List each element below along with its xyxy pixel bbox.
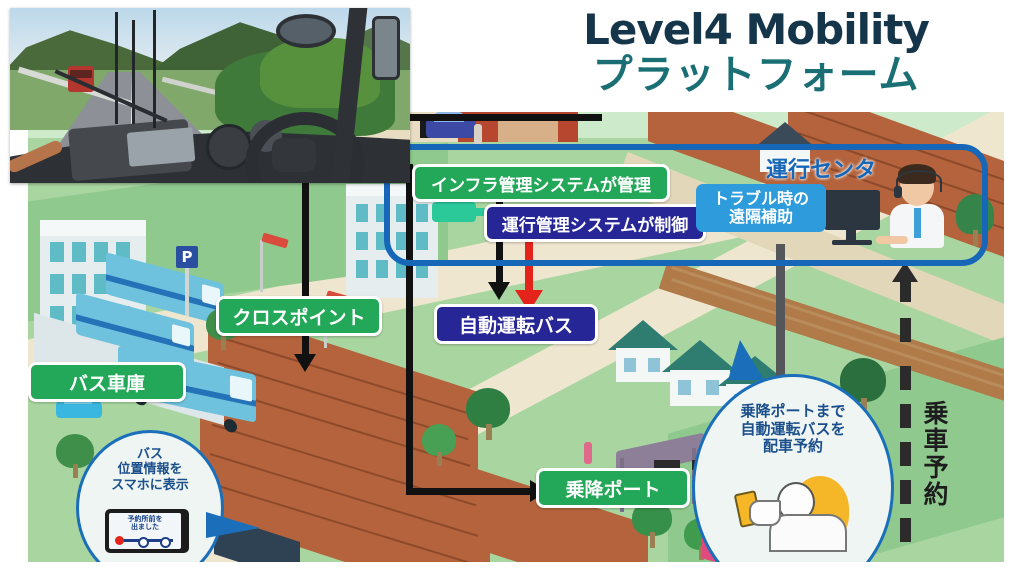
tree <box>422 424 456 466</box>
bubble-right-tail <box>728 340 764 380</box>
tree <box>466 388 510 440</box>
operator-hands <box>876 236 908 244</box>
reservation-dash <box>900 480 911 504</box>
woman-body <box>769 514 847 553</box>
reservation-arrowhead-up <box>892 262 918 282</box>
bubble-right-line-2: 自動運転バスを <box>740 419 846 438</box>
label-cross-point[interactable]: クロスポイント <box>216 296 382 336</box>
monitor-icon <box>824 190 880 230</box>
photo-side-mirror <box>372 16 400 80</box>
connector-depot-horizontal <box>302 114 602 121</box>
label-remote-support[interactable]: トラブル時の 遠隔補助 <box>696 184 826 232</box>
office-window <box>376 260 388 278</box>
office-window <box>416 204 428 222</box>
depot-roof <box>40 220 146 236</box>
infra-antenna-node <box>432 202 476 222</box>
red-arrow-shaft <box>525 220 533 294</box>
car-blue-left <box>56 400 102 418</box>
depot-window <box>72 242 86 262</box>
bubble-left-tail <box>206 512 260 538</box>
connector-depot-vertical <box>302 114 309 358</box>
depot-window <box>50 274 64 294</box>
title-line-2: プラットフォーム <box>592 52 920 99</box>
reservation-dash <box>900 366 911 390</box>
bubble-left-line-3: スマホに表示 <box>111 477 189 493</box>
reservation-dash-h <box>654 460 680 470</box>
office-window <box>356 232 368 250</box>
depot-window <box>72 274 86 294</box>
bubble-right-line-3: 配車予約 <box>762 437 823 456</box>
woman-hand <box>749 500 781 527</box>
label-bus-depot[interactable]: バス車庫 <box>28 362 186 402</box>
car-navy-top <box>426 118 476 138</box>
bubble-left-line-1: バス <box>136 447 163 462</box>
depot-window <box>50 242 64 262</box>
bubble-dispatch-reservation: 乗降ポートまで 自動運転バスを 配車予約 <box>692 374 894 562</box>
illustration-scene: P <box>28 112 1004 562</box>
page-title: Level4 Mobility プラットフォーム <box>500 5 1012 99</box>
operator-tie <box>914 208 921 238</box>
reservation-vertical-label: 乗車予約 <box>920 400 949 508</box>
arrowhead-to-bus-depot <box>294 354 316 372</box>
depot-window <box>94 242 108 262</box>
label-boarding-port[interactable]: 乗降ポート <box>536 468 690 508</box>
photo-bus-ahead-window <box>70 70 92 78</box>
bubble-bus-location: バス 位置情報を スマホに表示 予約所前を 出ました <box>76 430 224 562</box>
monitor-base <box>832 240 872 245</box>
phone-stop-dot <box>160 536 171 548</box>
label-operation-control[interactable]: 運行管理システムが制御 <box>484 204 706 242</box>
headset-icon <box>896 170 942 192</box>
photo-console-screen <box>126 127 196 167</box>
bubble-right-line-1: 乗降ポートまで <box>740 402 846 420</box>
reservation-dash <box>900 518 911 542</box>
parking-sign-pole <box>185 268 189 316</box>
office-window <box>356 204 368 222</box>
phone-stop-dot <box>138 536 149 548</box>
operation-center-panel <box>384 144 988 266</box>
monitor-stand <box>846 228 856 242</box>
reservation-dash <box>900 280 911 302</box>
office-window <box>396 204 408 222</box>
phone-current-stop-dot <box>115 535 124 545</box>
headset-earpiece <box>894 186 902 198</box>
phone-message-line-2: 出ました <box>131 523 159 531</box>
reservation-dash <box>900 404 911 428</box>
photo-sensor-antenna <box>153 10 156 128</box>
bubble-left-line-2: 位置情報を <box>117 462 183 478</box>
connector-port-vertical <box>406 164 413 494</box>
signal-pole-1 <box>260 240 263 292</box>
phone-message-line-1: 予約所前を <box>127 515 163 524</box>
remote-support-line-1: トラブル時の <box>712 189 809 209</box>
driver-view-photo <box>10 8 410 183</box>
photo-gauge <box>206 124 252 170</box>
photo-sensor-antenna <box>132 20 135 124</box>
label-infra-management[interactable]: インフラ管理システムが管理 <box>412 164 670 202</box>
reservation-dash <box>900 442 911 466</box>
office-window <box>356 260 368 278</box>
photo-sensor-antenna <box>115 12 118 124</box>
reservation-dash <box>900 318 911 342</box>
remote-support-arrow-shaft <box>776 244 785 458</box>
arrowhead-to-cross-point <box>488 282 510 300</box>
pedestrian <box>474 124 482 146</box>
pedestrian <box>584 442 592 464</box>
title-line-1: Level4 Mobility <box>583 5 930 54</box>
label-autonomous-bus[interactable]: 自動運転バス <box>434 304 598 344</box>
tree <box>56 434 94 478</box>
connector-port-horizontal <box>406 488 534 495</box>
photo-rear-mirror <box>276 14 336 48</box>
photo-steering-hub <box>272 138 316 172</box>
smartphone-mockup: 予約所前を 出ました <box>105 509 189 553</box>
remote-support-line-2: 遠隔補助 <box>728 207 793 226</box>
parking-sign: P <box>176 246 198 268</box>
depot-window <box>94 274 108 294</box>
office-window <box>416 232 428 250</box>
operation-center-title: 運行センタ <box>766 158 877 183</box>
